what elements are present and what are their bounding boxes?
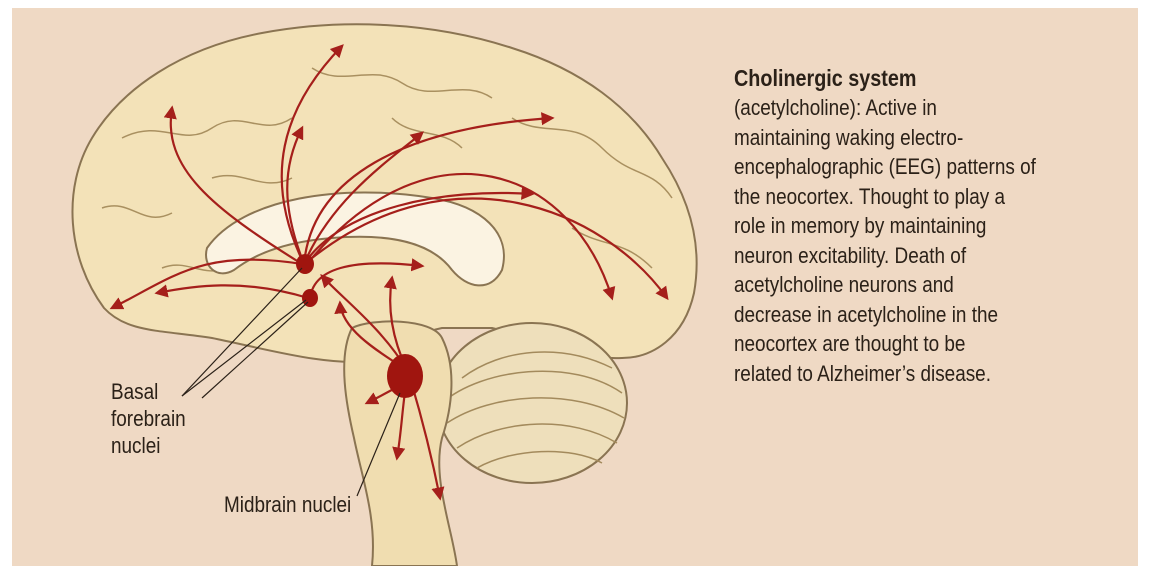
basal-forebrain-nucleus-lower <box>302 289 318 307</box>
midbrain-nuclei-label: Midbrain nuclei <box>224 491 351 518</box>
caption: Cholinergic system (acetylcholine): Acti… <box>734 64 1104 388</box>
caption-line: maintaining waking electro- <box>734 123 1104 153</box>
figure-panel: Basal forebrain nuclei Midbrain nuclei C… <box>12 8 1138 566</box>
caption-line: (acetylcholine): Active in <box>734 93 1104 123</box>
cerebellum <box>437 323 627 483</box>
midbrain-nucleus <box>387 354 423 398</box>
caption-title: Cholinergic system <box>734 64 1104 93</box>
basal-forebrain-label: Basal forebrain nuclei <box>111 378 186 459</box>
caption-line: neocortex are thought to be <box>734 329 1104 359</box>
caption-line: related to Alzheimer’s disease. <box>734 359 1104 389</box>
caption-line: role in memory by maintaining <box>734 211 1104 241</box>
caption-line: neuron excitability. Death of <box>734 241 1104 271</box>
caption-line: acetylcholine neurons and <box>734 270 1104 300</box>
caption-line: the neocortex. Thought to play a <box>734 182 1104 212</box>
label-line: forebrain <box>111 405 186 432</box>
label-line: nuclei <box>111 432 186 459</box>
label-line: Basal <box>111 378 186 405</box>
caption-line: decrease in acetylcholine in the <box>734 300 1104 330</box>
caption-body: (acetylcholine): Active in maintaining w… <box>734 93 1104 388</box>
caption-line: encephalographic (EEG) patterns of <box>734 152 1104 182</box>
